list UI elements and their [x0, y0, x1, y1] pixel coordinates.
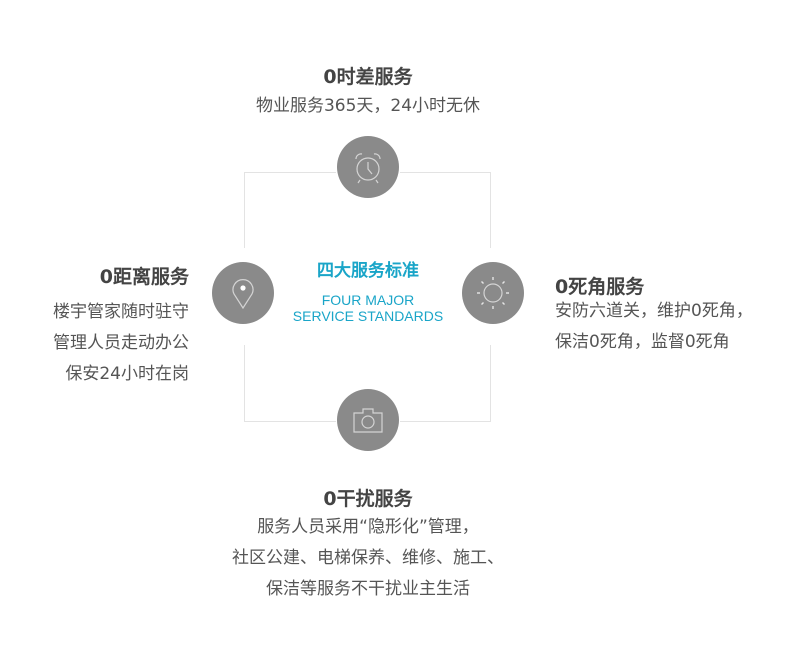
camera-icon [353, 408, 383, 433]
center-title-cn: 四大服务标准 [317, 261, 419, 281]
standard-bottom-icon-circle [337, 389, 399, 451]
standard-right-icon-circle [462, 262, 524, 324]
standard-left-title: 0距离服务 [99, 266, 189, 288]
frame-top-right [400, 172, 491, 173]
standard-top-desc: 物业服务365天，24小时无休 [255, 96, 481, 116]
frame-bottom-right [400, 421, 491, 422]
standard-bottom-title: 0干扰服务 [323, 488, 413, 510]
standard-top-title: 0时差服务 [323, 66, 413, 88]
standard-left-desc-2: 管理人员走动办公 [53, 333, 189, 353]
center-title-en-2: SERVICE STANDARDS [292, 308, 444, 324]
standard-left-icon-circle [212, 262, 274, 324]
standard-right-desc-2: 保洁0死角，监督0死角 [555, 332, 730, 352]
center-title-en-1: FOUR MAJOR [321, 292, 415, 308]
standard-left-desc-3: 保安24小时在岗 [65, 364, 189, 384]
standard-right-title: 0死角服务 [555, 276, 645, 298]
frame-right-top [490, 172, 491, 248]
sun-icon [477, 277, 509, 309]
center-label: 四大服务标准 FOUR MAJOR SERVICE STANDARDS [270, 256, 466, 324]
frame-top-left [244, 172, 336, 173]
standard-left-desc-1: 楼宇管家随时驻守 [53, 302, 189, 322]
standard-bottom-desc-1: 服务人员采用“隐形化”管理， [257, 517, 479, 537]
standard-bottom-desc-3: 保洁等服务不干扰业主生活 [266, 579, 470, 599]
alarm-clock-icon [355, 153, 381, 184]
standard-bottom-desc-2: 社区公建、电梯保养、维修、施工、 [232, 548, 504, 568]
frame-left-bottom [244, 345, 245, 422]
location-pin-icon [232, 279, 254, 310]
frame-left-top [244, 172, 245, 248]
frame-bottom-left [244, 421, 336, 422]
standard-right-desc-1: 安防六道关，维护0死角， [555, 301, 753, 321]
frame-right-bottom [490, 345, 491, 422]
standard-top-icon-circle [337, 136, 399, 198]
